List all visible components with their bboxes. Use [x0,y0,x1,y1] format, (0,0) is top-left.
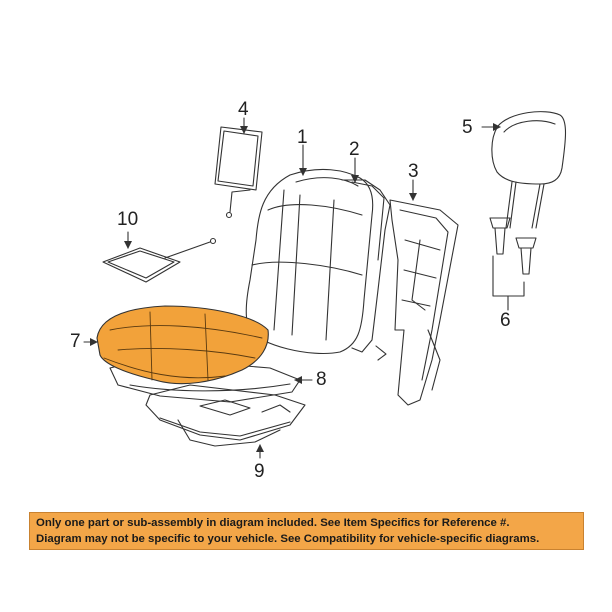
part-1-seatback-cover [245,168,374,355]
callout-arrow-8 [294,376,302,384]
part-10-heater-pad [102,237,217,283]
callout-arrow-1 [299,168,307,176]
callout-arrow-7 [90,338,98,346]
callout-4: 4 [238,99,249,120]
callout-10: 10 [117,209,139,230]
disclaimer-line-1: Only one part or sub-assembly in diagram… [36,517,510,529]
callout-1: 1 [297,127,308,148]
callout-arrow-5 [493,123,501,131]
part-9-seat-frame [145,384,306,447]
disclaimer-line-2: Diagram may not be specific to your vehi… [36,532,540,545]
part-5-headrest [491,111,567,229]
callout-arrow-9 [256,444,264,452]
callout-arrow-2 [351,175,359,183]
callout-3: 3 [408,161,419,182]
callout-arrow-10 [124,241,132,249]
part-4-sensor-pad [214,126,263,219]
callout-5: 5 [462,117,473,138]
callout-arrow-4 [240,126,248,134]
disclaimer-banner: Only one part or sub-assembly in diagram… [29,512,584,550]
part-2-seatback-pad [341,179,391,361]
callout-7: 7 [70,331,81,352]
callout-8: 8 [316,369,327,390]
part-6-headrest-guides [489,217,537,297]
callout-arrow-3 [409,193,417,201]
part-7-cushion-cover-highlighted [96,305,269,385]
callout-6: 6 [500,310,511,331]
part-3-seatback-frame [389,199,459,406]
callout-2: 2 [349,139,360,160]
callout-9: 9 [254,461,265,482]
